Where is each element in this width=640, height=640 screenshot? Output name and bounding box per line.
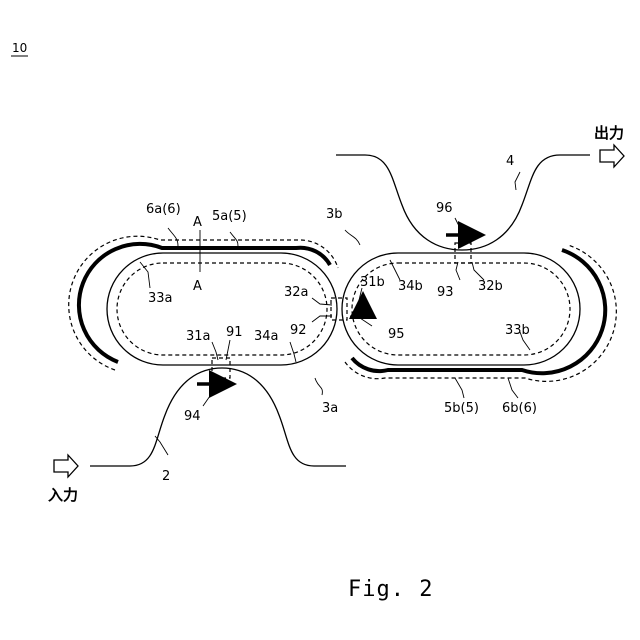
label-31a: 31a bbox=[186, 329, 211, 344]
label-34a: 34a bbox=[254, 329, 279, 344]
label-3b: 3b bbox=[326, 207, 343, 222]
label-31b: 31b bbox=[360, 275, 385, 290]
label-32b: 32b bbox=[478, 279, 503, 294]
label-96: 96 bbox=[436, 201, 453, 216]
label-33a: 33a bbox=[148, 291, 173, 306]
label-32a: 32a bbox=[284, 285, 309, 300]
label-93: 93 bbox=[437, 285, 454, 300]
heater-5a bbox=[69, 236, 338, 370]
input-label: 入力 bbox=[48, 486, 78, 504]
output-label: 出力 bbox=[594, 124, 624, 142]
label-6b: 6b(6) bbox=[502, 401, 537, 416]
ring-resonator-3b bbox=[342, 253, 580, 365]
label-6a: 6a(6) bbox=[146, 202, 181, 217]
coupler-92 bbox=[331, 298, 347, 320]
heater-5b bbox=[345, 245, 616, 381]
label-5b: 5b(5) bbox=[444, 401, 479, 416]
label-92: 92 bbox=[290, 323, 307, 338]
label-2: 2 bbox=[162, 469, 170, 484]
input-arrow-icon bbox=[54, 455, 78, 477]
label-section-a-bottom: A bbox=[193, 279, 202, 294]
label-3a: 3a bbox=[322, 401, 338, 416]
label-5a: 5a(5) bbox=[212, 209, 247, 224]
output-arrow-icon bbox=[600, 145, 624, 167]
electrode-6a bbox=[79, 244, 330, 362]
label-94: 94 bbox=[184, 409, 201, 424]
label-4: 4 bbox=[506, 154, 514, 169]
label-91: 91 bbox=[226, 325, 243, 340]
ring-resonator-3a bbox=[107, 253, 337, 365]
figure-number: 10 bbox=[12, 41, 27, 55]
label-33b: 33b bbox=[505, 323, 530, 338]
figure-caption: Fig. 2 bbox=[348, 577, 433, 602]
label-section-a-top: A bbox=[193, 215, 202, 230]
label-95: 95 bbox=[388, 327, 405, 342]
label-34b: 34b bbox=[398, 279, 423, 294]
